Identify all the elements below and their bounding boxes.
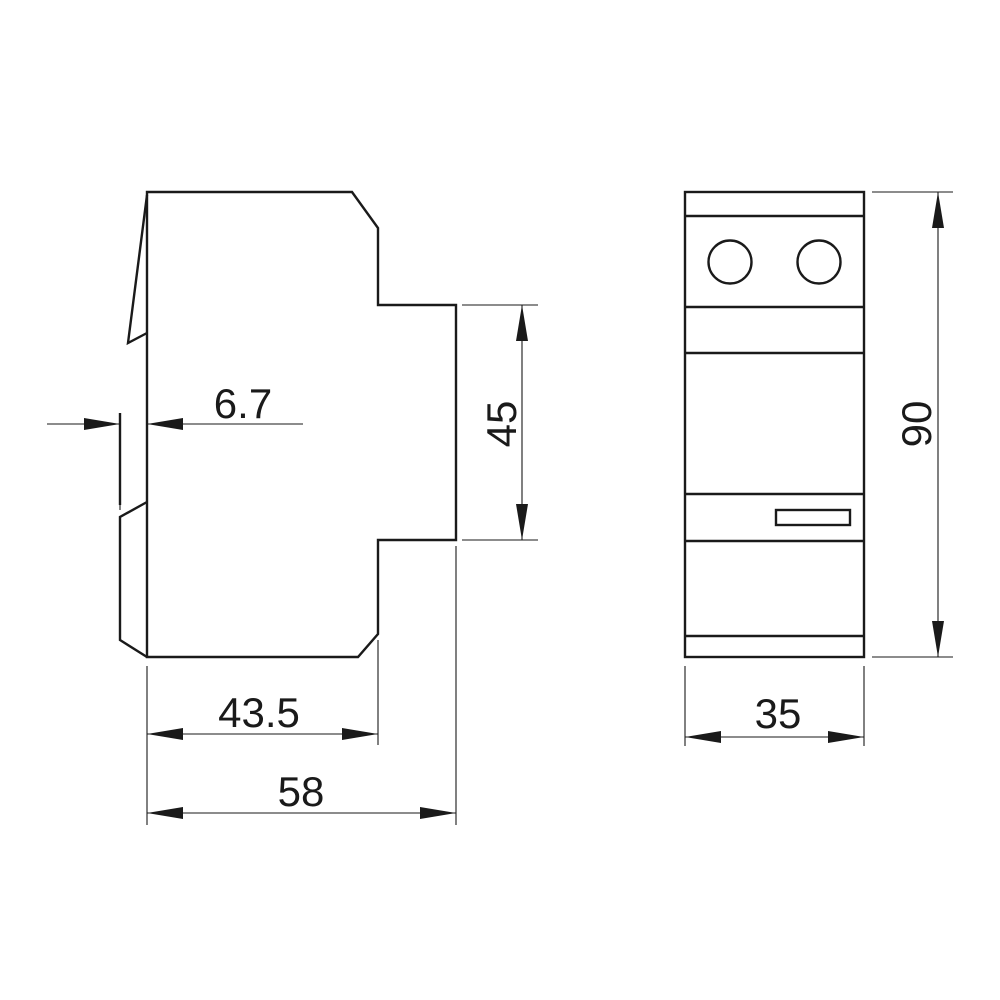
front-view: [683, 190, 866, 659]
dimension-total-depth: 58: [146, 546, 457, 825]
dim-rail-height-arrow-top: [516, 305, 528, 341]
side-view-top-clip: [126, 194, 149, 346]
status-indicator-window: [774, 508, 852, 527]
dim-height-arrow-bottom: [932, 621, 944, 657]
front-view-outline: [683, 190, 866, 659]
dim-height-label: 90: [893, 401, 940, 448]
terminal-screw-left: [707, 239, 753, 285]
side-view-body-outline: [145, 190, 458, 659]
dim-width-arrow-right: [828, 731, 864, 743]
side-view-bottom-clip: [118, 500, 148, 659]
dim-front-depth-arrow-right: [342, 728, 378, 740]
dim-depth-step-arrow-left: [84, 418, 120, 430]
dim-total-depth-arrow-left: [147, 807, 183, 819]
dim-width-label: 35: [755, 690, 802, 737]
dim-height-arrow-top: [932, 192, 944, 228]
dimension-depth-step: 6.7: [47, 380, 303, 510]
dimension-height: 90: [872, 191, 953, 658]
dimension-front-depth: 43.5: [146, 640, 379, 745]
dim-total-depth-label: 58: [278, 768, 325, 815]
dim-total-depth-arrow-right: [420, 807, 456, 819]
dim-rail-height-arrow-bottom: [516, 504, 528, 540]
dim-depth-step-arrow-right: [147, 418, 183, 430]
terminal-screw-right: [796, 239, 842, 285]
dimension-rail-height: 45: [462, 304, 538, 541]
dim-depth-step-label: 6.7: [214, 380, 272, 427]
dim-front-depth-arrow-left: [147, 728, 183, 740]
dim-width-arrow-left: [685, 731, 721, 743]
dim-front-depth-label: 43.5: [218, 689, 300, 736]
dim-rail-height-label: 45: [478, 401, 525, 448]
dimension-width: 35: [684, 666, 865, 746]
